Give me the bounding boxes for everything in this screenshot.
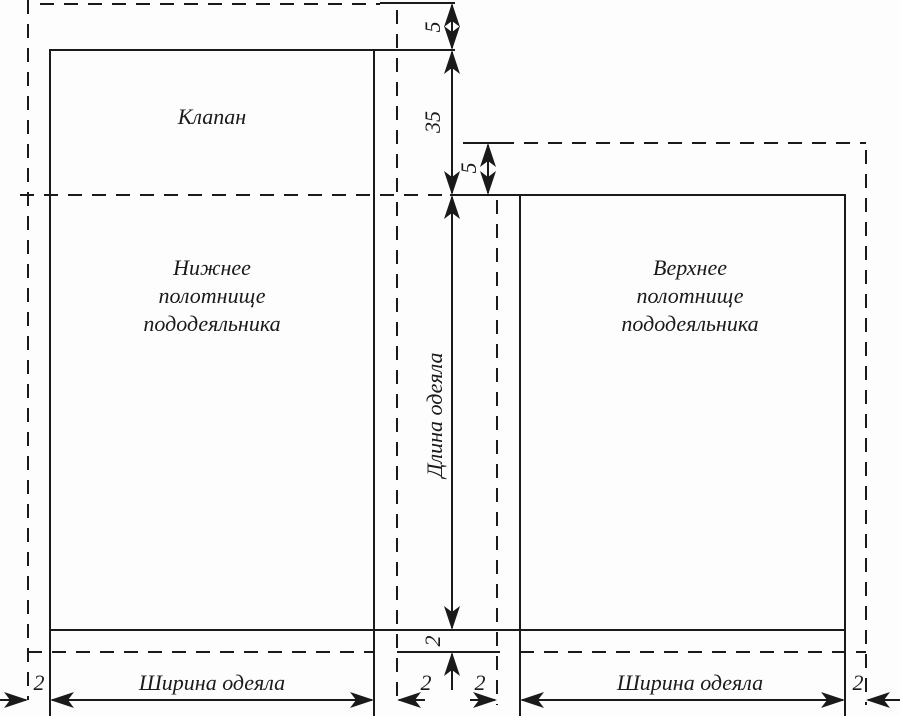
lower-sheet-label-3: пододеяльника bbox=[143, 311, 280, 336]
mid-left-value: 2 bbox=[421, 670, 432, 695]
blanket-width-left-label: Ширина одеяла bbox=[138, 670, 285, 695]
bottom-allowance-value: 2 bbox=[420, 636, 445, 647]
upper-sheet-outline bbox=[519, 194, 846, 631]
upper-sheet-label-2: полотнище bbox=[636, 283, 743, 308]
upper-sheet-label-3: пододеяльника bbox=[621, 311, 758, 336]
flap-label: Клапан bbox=[177, 104, 246, 129]
lower-sheet-label-2: полотнище bbox=[158, 283, 265, 308]
blanket-width-right-label: Ширина одеяла bbox=[616, 670, 763, 695]
upper-top-allowance-value: 5 bbox=[456, 163, 481, 174]
flap-height-value: 35 bbox=[420, 111, 445, 134]
left-side-value: 2 bbox=[34, 670, 45, 695]
right-side-value: 2 bbox=[853, 670, 864, 695]
mid-right-value: 2 bbox=[475, 670, 486, 695]
top-allowance-value: 5 bbox=[420, 22, 445, 33]
upper-sheet-label-1: Верхнее bbox=[653, 255, 727, 280]
blanket-length-label: Длина одеяла bbox=[422, 353, 447, 480]
lower-sheet-label-1: Нижнее bbox=[172, 255, 251, 280]
lower-sheet-outline bbox=[49, 49, 375, 631]
